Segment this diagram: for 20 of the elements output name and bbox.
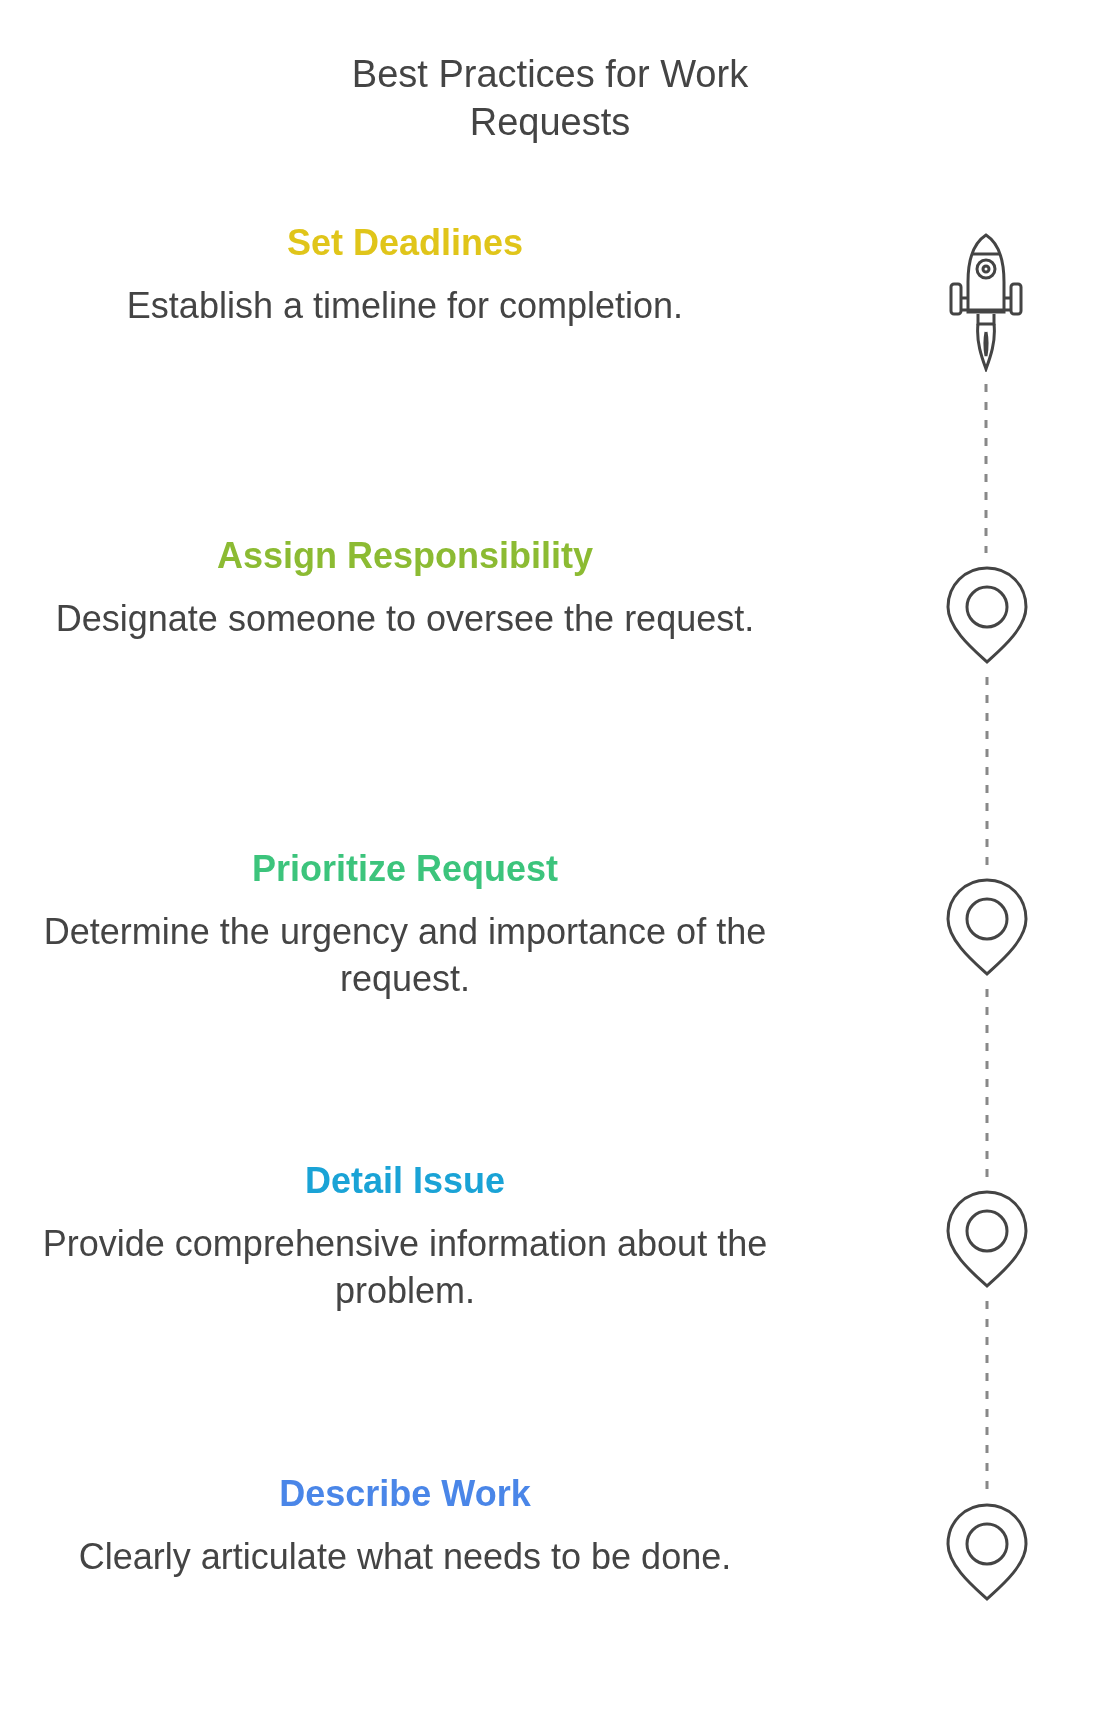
location-pin-icon <box>945 877 1029 977</box>
step-heading: Set Deadlines <box>286 222 524 264</box>
step-description: Provide comprehensive information about the problem. <box>41 1222 769 1313</box>
step-description: Designate someone to oversee the request. <box>55 597 755 641</box>
step-description: Clearly articulate what needs to be done. <box>78 1535 732 1579</box>
dashed-connector <box>985 1301 989 1490</box>
rocket-icon <box>948 232 1024 372</box>
diagram-title: Best Practices for Work Requests <box>350 52 750 145</box>
dashed-connector <box>984 384 988 553</box>
step-description: Determine the urgency and importance of the request. <box>42 910 768 1001</box>
dashed-connector <box>985 989 989 1177</box>
step-heading: Assign Responsibility <box>216 535 594 577</box>
step-heading: Describe Work <box>279 1473 531 1515</box>
step-heading: Detail Issue <box>304 1160 506 1202</box>
location-pin-icon <box>945 565 1029 665</box>
dashed-connector <box>985 677 989 865</box>
location-pin-icon <box>945 1189 1029 1289</box>
location-pin-icon <box>945 1502 1029 1602</box>
step-heading: Prioritize Request <box>251 848 559 890</box>
step-description: Establish a timeline for completion. <box>126 284 684 328</box>
